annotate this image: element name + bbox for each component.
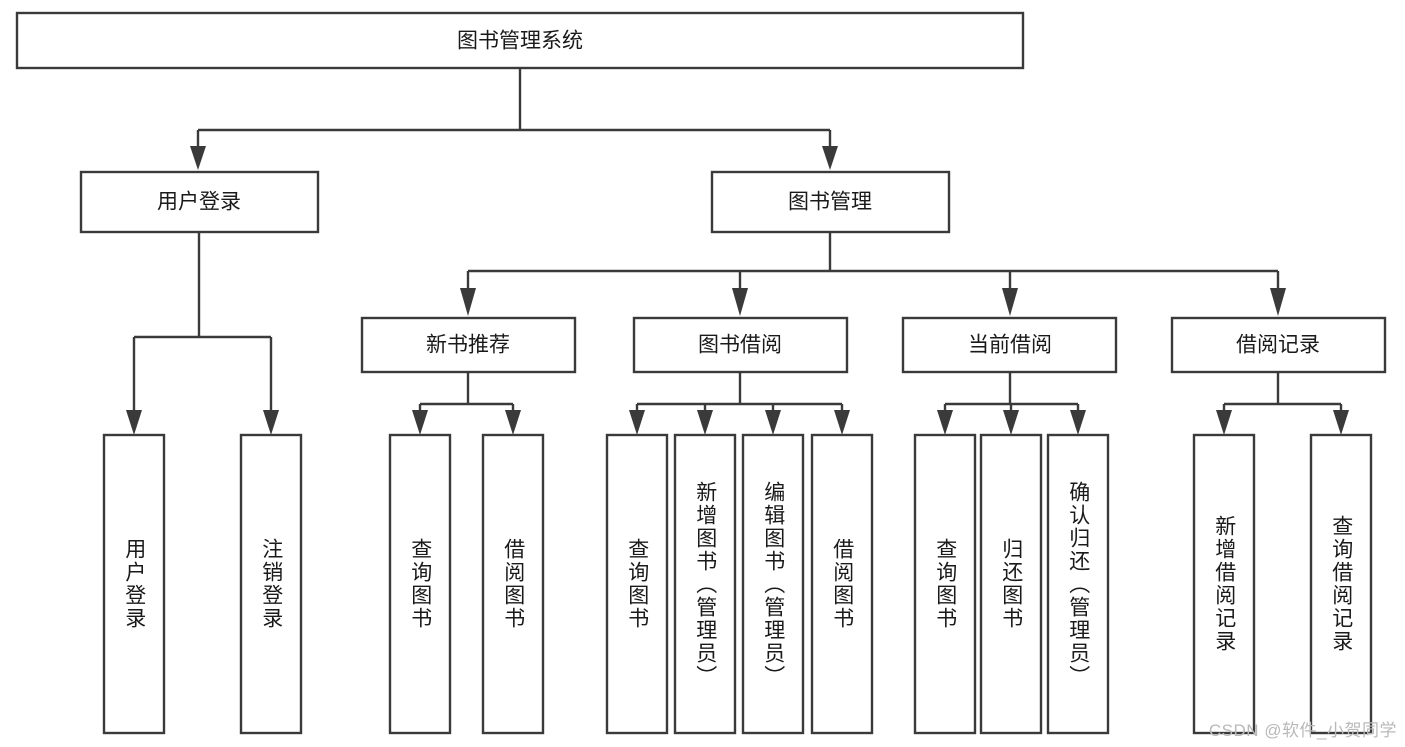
- node-root-label: 图书管理系统: [457, 30, 583, 53]
- leaf-box-book-borrow-2[interactable]: [741, 433, 805, 735]
- leaf-box-current-borrow-0[interactable]: [913, 433, 977, 735]
- csdn-watermark: CSDN @软件_小贺同学: [1208, 721, 1397, 740]
- node-book-borrow-label: 图书借阅: [698, 334, 782, 357]
- leaf-box-records-1[interactable]: [1309, 433, 1373, 735]
- leaf-box-book-borrow-3[interactable]: [810, 433, 874, 735]
- arrow-records-leaf-2: [1333, 410, 1349, 435]
- leaf-box-book-borrow-1[interactable]: [673, 433, 737, 735]
- node-user-login-label: 用户登录: [157, 191, 241, 214]
- leaf-box-user-login-0[interactable]: [102, 433, 166, 735]
- arrow-root-to-bookmgmt: [822, 146, 838, 170]
- arrow-currentborrow-leaf-2: [1003, 410, 1019, 435]
- node-current-borrow-label: 当前借阅: [968, 334, 1052, 357]
- leaf-box-current-borrow-1[interactable]: [979, 433, 1043, 735]
- arrow-bookmgmt-to-newbook: [460, 288, 476, 316]
- arrow-bookmgmt-to-borrow: [732, 288, 748, 316]
- arrow-bookmgmt-to-current: [1002, 288, 1018, 316]
- node-new-book-recommend-label: 新书推荐: [426, 334, 510, 357]
- node-book-management-label: 图书管理: [788, 191, 872, 214]
- arrow-userlogin-leaf-2: [263, 410, 279, 435]
- arrow-newbook-leaf-2: [505, 410, 521, 435]
- node-book-borrow-box[interactable]: [632, 316, 849, 374]
- arrow-userlogin-leaf-1: [126, 410, 142, 435]
- leaf-box-new-book-1[interactable]: [481, 433, 545, 735]
- leaf-box-book-borrow-0[interactable]: [605, 433, 669, 735]
- node-current-borrow-box[interactable]: [901, 316, 1118, 374]
- node-root-box[interactable]: [15, 11, 1025, 70]
- arrow-bookborrow-leaf-4: [834, 410, 850, 435]
- node-book-management-box[interactable]: [710, 170, 951, 234]
- node-borrow-records-box[interactable]: [1170, 316, 1387, 374]
- arrow-currentborrow-leaf-3: [1070, 410, 1086, 435]
- leaf-box-user-login-1[interactable]: [239, 433, 303, 735]
- arrow-currentborrow-leaf-1: [937, 410, 953, 435]
- arrow-bookborrow-leaf-3: [765, 410, 781, 435]
- arrow-bookborrow-leaf-1: [629, 410, 645, 435]
- arrow-newbook-leaf-1: [412, 410, 428, 435]
- arrow-bookborrow-leaf-2: [697, 410, 713, 435]
- node-new-book-recommend-box[interactable]: [360, 316, 577, 374]
- leaf-box-records-0[interactable]: [1192, 433, 1256, 735]
- arrow-records-leaf-1: [1216, 410, 1232, 435]
- arrow-root-to-userlogin: [190, 146, 206, 170]
- node-borrow-records-label: 借阅记录: [1236, 334, 1320, 357]
- leaf-box-current-borrow-2[interactable]: [1046, 433, 1110, 735]
- leaf-box-new-book-0[interactable]: [388, 433, 452, 735]
- arrow-bookmgmt-to-records: [1270, 288, 1286, 316]
